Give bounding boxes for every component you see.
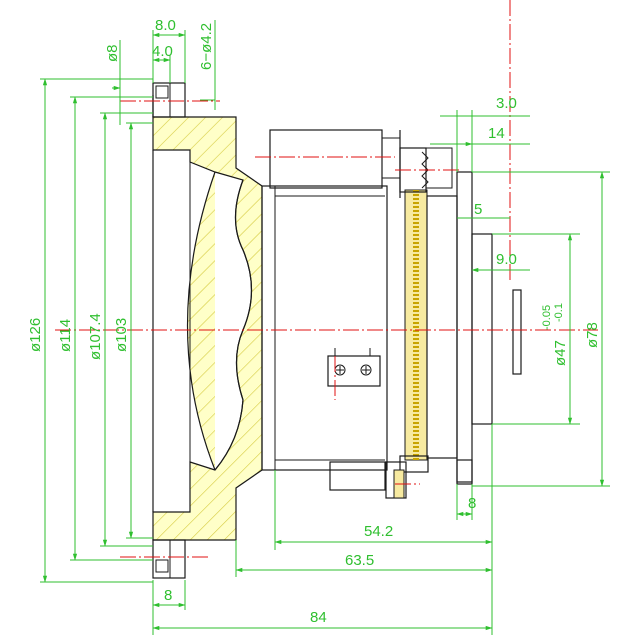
gear-ring [393,147,453,499]
top-mount-boss [152,82,186,118]
bottom-mount-boss [152,539,186,579]
dimension-lines [40,20,610,635]
dim-top-8-0: 8.0 [155,17,176,34]
dim-left-d114: ø114 [57,319,74,352]
dim-left-d103: ø103 [113,318,130,352]
lens-front-curve [186,171,216,471]
dim-top-holes: 6−ø4.2 [198,23,215,70]
dim-right-d47-tol-upper: -0.05 [541,305,553,330]
rear-flange [426,171,522,485]
dim-right-8: 8 [468,495,476,512]
dim-bottom-63-5: 63.5 [345,552,374,569]
rear-filter [512,289,522,375]
lens-housing-section [152,82,263,579]
dim-top-d8: ø8 [104,44,121,62]
dim-left-d126: ø126 [27,318,44,352]
dim-right-14: 14 [488,125,505,142]
dim-bottom-84: 84 [310,609,327,626]
barrel-body [261,129,407,499]
centerlines [55,0,598,558]
dim-bottom-8: 8 [164,587,172,604]
bottom-bracket [329,461,386,491]
dim-left-d107-4: ø107.4 [87,313,104,360]
dim-right-d78: ø78 [584,322,601,348]
motor-block [269,129,383,189]
dim-right-9-0: 9.0 [496,251,517,268]
dim-right-d47: ø47 [552,340,569,366]
dim-right-d47-tol-lower: -0.1 [553,303,565,322]
dim-right-3-0: 3.0 [496,95,517,112]
dim-right-5: 5 [474,201,482,218]
dim-top-4-0: 4.0 [152,43,173,60]
dim-bottom-54-2: 54.2 [364,523,393,540]
terminal-block [327,355,381,387]
